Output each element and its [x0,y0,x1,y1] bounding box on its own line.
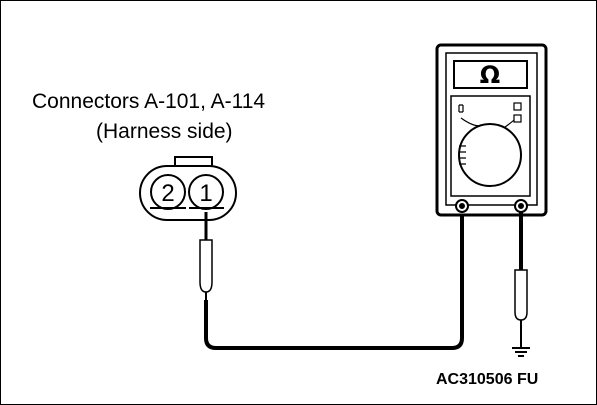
pin-2-label: 2 [161,180,174,207]
meter-unit-label: Ω [480,61,500,89]
figure-code: AC310506 FU [436,371,539,388]
probe-wire-left [204,211,464,350]
ground-icon [512,342,530,357]
multimeter-icon [435,43,548,217]
pin-1-label: 1 [199,180,212,207]
connector-subtitle: (Harness side) [96,120,233,143]
probe-right [514,269,528,342]
connector-title: Connectors A-101, A-114 [32,90,266,113]
probe-left [199,212,213,300]
connector-icon [139,156,237,221]
